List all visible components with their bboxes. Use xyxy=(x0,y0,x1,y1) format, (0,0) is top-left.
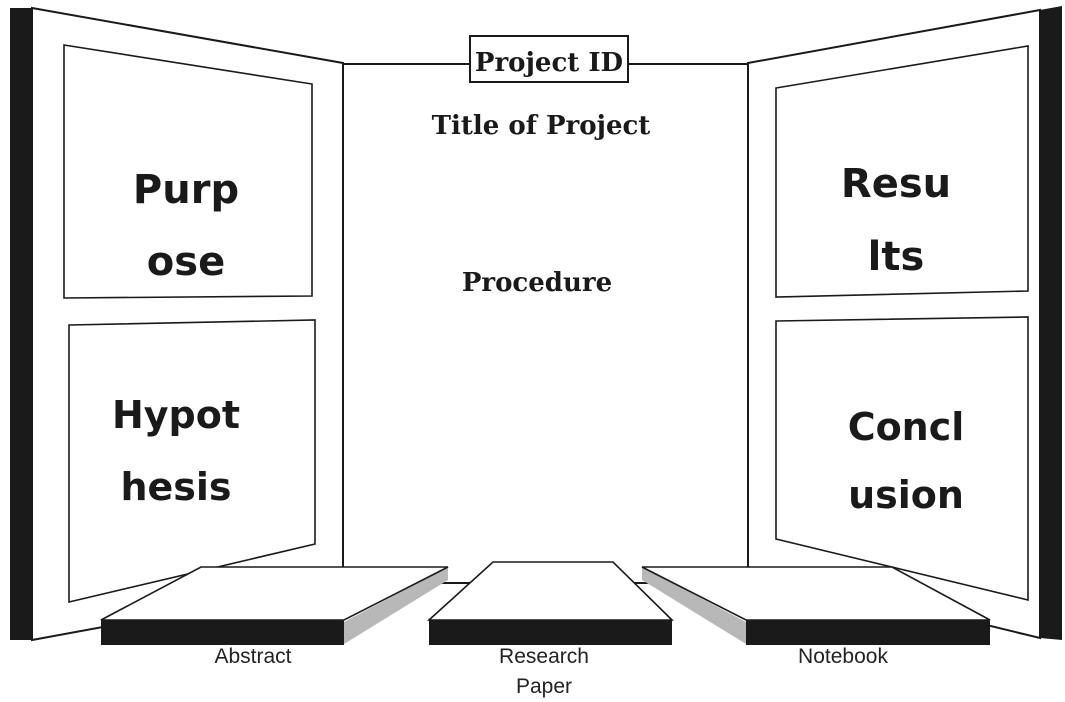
hypothesis-label-line2: hesis xyxy=(120,465,231,509)
center-panel: Project ID Title of Project Procedure xyxy=(342,35,749,584)
project-id-box xyxy=(469,35,629,83)
hypothesis-box xyxy=(68,319,316,604)
procedure-label: Procedure xyxy=(462,268,612,298)
left-wing: Purp ose Hypot hesis xyxy=(10,6,344,642)
project-id-label: Project ID xyxy=(475,48,623,78)
notebook-caption: Notebook xyxy=(798,645,888,668)
research-paper-spine xyxy=(429,620,672,645)
conclusion-label-line1: Concl xyxy=(848,405,965,449)
notebook-book-side xyxy=(642,567,746,644)
abstract-caption: Abstract xyxy=(214,645,291,668)
conclusion-box xyxy=(775,316,1029,602)
left-wing-edge xyxy=(10,8,32,640)
center-panel-board xyxy=(342,63,749,584)
research-paper-document: Research Paper xyxy=(426,561,674,698)
abstract-book-spine xyxy=(101,620,344,645)
research-paper-caption-line2: Paper xyxy=(516,675,572,698)
purpose-box xyxy=(63,44,313,299)
conclusion-label-line2: usion xyxy=(848,473,964,517)
research-paper-caption-line1: Research xyxy=(499,645,589,668)
right-wing-edge xyxy=(1040,6,1062,640)
purpose-label-line1: Purp xyxy=(133,167,239,213)
results-label-line1: Resu xyxy=(841,161,951,207)
results-label-line2: lts xyxy=(868,234,925,280)
purpose-label-line2: ose xyxy=(147,239,225,285)
notebook-book-spine xyxy=(746,620,990,645)
hypothesis-label-line1: Hypot xyxy=(112,393,240,437)
results-box xyxy=(775,45,1029,298)
notebook-document: Notebook xyxy=(641,566,991,668)
project-title-label: Title of Project xyxy=(432,111,651,141)
abstract-book-side xyxy=(344,567,448,644)
abstract-document: Abstract xyxy=(100,566,449,668)
right-wing: Resu lts Concl usion xyxy=(747,6,1062,640)
